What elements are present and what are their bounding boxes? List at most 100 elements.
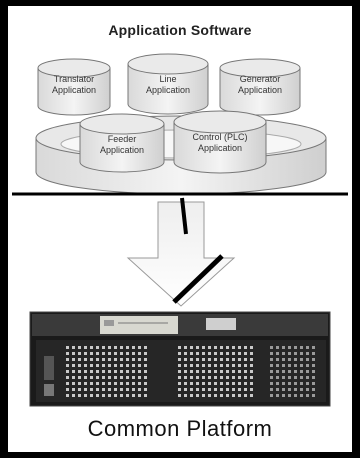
connector-pin <box>214 346 217 349</box>
connector-pin <box>196 346 199 349</box>
connector-pin <box>66 376 69 379</box>
connector-pin <box>300 394 303 397</box>
connector-pin <box>178 358 181 361</box>
connector-pin <box>208 388 211 391</box>
connector-pin <box>276 370 279 373</box>
connector-pin <box>294 364 297 367</box>
connector-pin <box>226 358 229 361</box>
connector-pin <box>144 388 147 391</box>
connector-pin <box>84 352 87 355</box>
diagram-graphic <box>12 53 348 407</box>
connector-pin <box>250 376 253 379</box>
connector-pin <box>312 382 315 385</box>
connector-pin <box>78 346 81 349</box>
connector-pin <box>108 346 111 349</box>
connector-pin <box>244 388 247 391</box>
connector-pin <box>208 382 211 385</box>
connector-pin <box>126 394 129 397</box>
connector-pin <box>132 364 135 367</box>
connector-pin <box>214 394 217 397</box>
connector-pin <box>232 358 235 361</box>
platform-title: Common Platform <box>87 416 273 441</box>
connector-pin <box>96 376 99 379</box>
connector-pin <box>96 364 99 367</box>
connector-pin <box>90 382 93 385</box>
connector-pin <box>132 382 135 385</box>
connector-pin <box>84 376 87 379</box>
connector-pin <box>270 388 273 391</box>
connector-pin <box>244 358 247 361</box>
connector-pin <box>202 352 205 355</box>
connector-pin <box>300 358 303 361</box>
connector-pin <box>244 382 247 385</box>
connector-pin <box>282 358 285 361</box>
connector-pin <box>250 370 253 373</box>
connector-pin <box>312 394 315 397</box>
line-cylinder <box>127 53 209 115</box>
platform-hardware-image <box>29 311 331 407</box>
control-cylinder <box>173 110 267 174</box>
connector-pin <box>244 346 247 349</box>
connector-pin <box>312 352 315 355</box>
connector-pin <box>196 388 199 391</box>
connector-pin <box>120 358 123 361</box>
connector-pin <box>120 370 123 373</box>
connector-pin <box>108 364 111 367</box>
connector-pin <box>72 352 75 355</box>
connector-pin <box>282 382 285 385</box>
connector-pin <box>238 394 241 397</box>
connector-pin <box>90 358 93 361</box>
connector-pin <box>190 352 193 355</box>
connector-pin <box>312 346 315 349</box>
connector-pin <box>294 346 297 349</box>
connector-pin <box>120 388 123 391</box>
connector-pin <box>178 352 181 355</box>
connector-pin <box>120 394 123 397</box>
connector-pin <box>178 370 181 373</box>
connector-pin <box>202 376 205 379</box>
connector-pin <box>102 352 105 355</box>
connector-pin <box>276 376 279 379</box>
connector-pin <box>108 394 111 397</box>
connector-pin <box>238 358 241 361</box>
connector-pin <box>270 358 273 361</box>
connector-stroke-upper <box>180 197 188 235</box>
connector-pin <box>114 382 117 385</box>
connector-pin <box>78 358 81 361</box>
connector-pin <box>282 364 285 367</box>
connector-pin <box>312 358 315 361</box>
connector-pin <box>202 364 205 367</box>
connector-pin <box>244 370 247 373</box>
connector-pin <box>72 376 75 379</box>
connector-pin <box>294 370 297 373</box>
connector-pin <box>144 346 147 349</box>
connector-pin <box>90 376 93 379</box>
connector-pin <box>226 346 229 349</box>
connector-pin <box>238 370 241 373</box>
connector-pin <box>250 382 253 385</box>
connector-pin <box>196 376 199 379</box>
connector-pin <box>184 346 187 349</box>
connector-pin <box>250 358 253 361</box>
connector-pin <box>84 382 87 385</box>
connector-pin <box>114 358 117 361</box>
connector-pin <box>208 364 211 367</box>
connector-pin <box>78 364 81 367</box>
connector-pin <box>78 376 81 379</box>
connector-pin <box>250 364 253 367</box>
connector-pin <box>84 370 87 373</box>
diagram-frame: Application Software <box>8 6 352 452</box>
connector-pin <box>190 376 193 379</box>
connector-pin <box>84 346 87 349</box>
connector-pin <box>220 382 223 385</box>
connector-pin <box>120 376 123 379</box>
connector-pin <box>126 388 129 391</box>
connector-pin <box>288 388 291 391</box>
connector-pin <box>126 382 129 385</box>
connector-pin <box>220 352 223 355</box>
connector-pin <box>138 388 141 391</box>
connector-pin <box>96 388 99 391</box>
connector-pin <box>214 364 217 367</box>
connector-pin <box>144 382 147 385</box>
connector-pin <box>244 364 247 367</box>
